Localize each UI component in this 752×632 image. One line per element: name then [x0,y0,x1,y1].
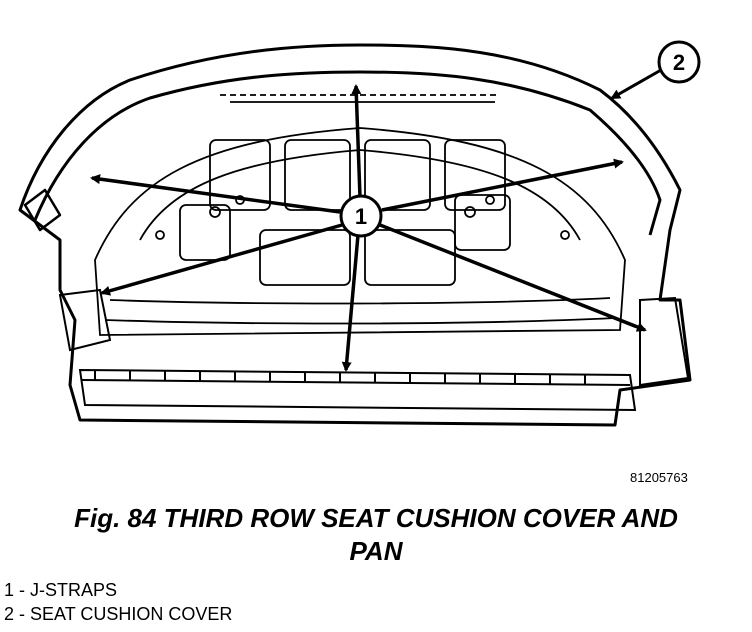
arrow-right-lower [379,223,647,332]
seat-cushion-cover [18,43,692,427]
caption-line-1: Fig. 84 THIRD ROW SEAT CUSHION COVER AND [74,503,678,533]
caption-line-2: PAN [349,536,403,566]
legend-item-2: 2 - SEAT CUSHION COVER [4,604,233,624]
j-strap-arrows [90,84,647,372]
front-bar [58,288,690,412]
callout-1: 1 [339,194,383,238]
legend: 1 - J-STRAPS 2 - SEAT CUSHION COVER [4,578,232,626]
arrow-top [351,84,362,198]
callout-1-label: 1 [355,204,367,229]
arrow-right-upper [381,158,624,212]
figure-id: 81205763 [630,470,688,485]
figure-caption: Fig. 84 THIRD ROW SEAT CUSHION COVER AND… [0,502,752,568]
legend-item-1: 1 - J-STRAPS [4,580,118,600]
arrow-bottom [341,234,360,372]
arrow-left-upper [90,174,341,214]
seat-cushion-illustration: 1 2 [18,40,701,427]
arrow-left-lower [100,223,343,296]
callout-2: 2 [610,40,701,100]
callout-2-label: 2 [673,50,685,75]
